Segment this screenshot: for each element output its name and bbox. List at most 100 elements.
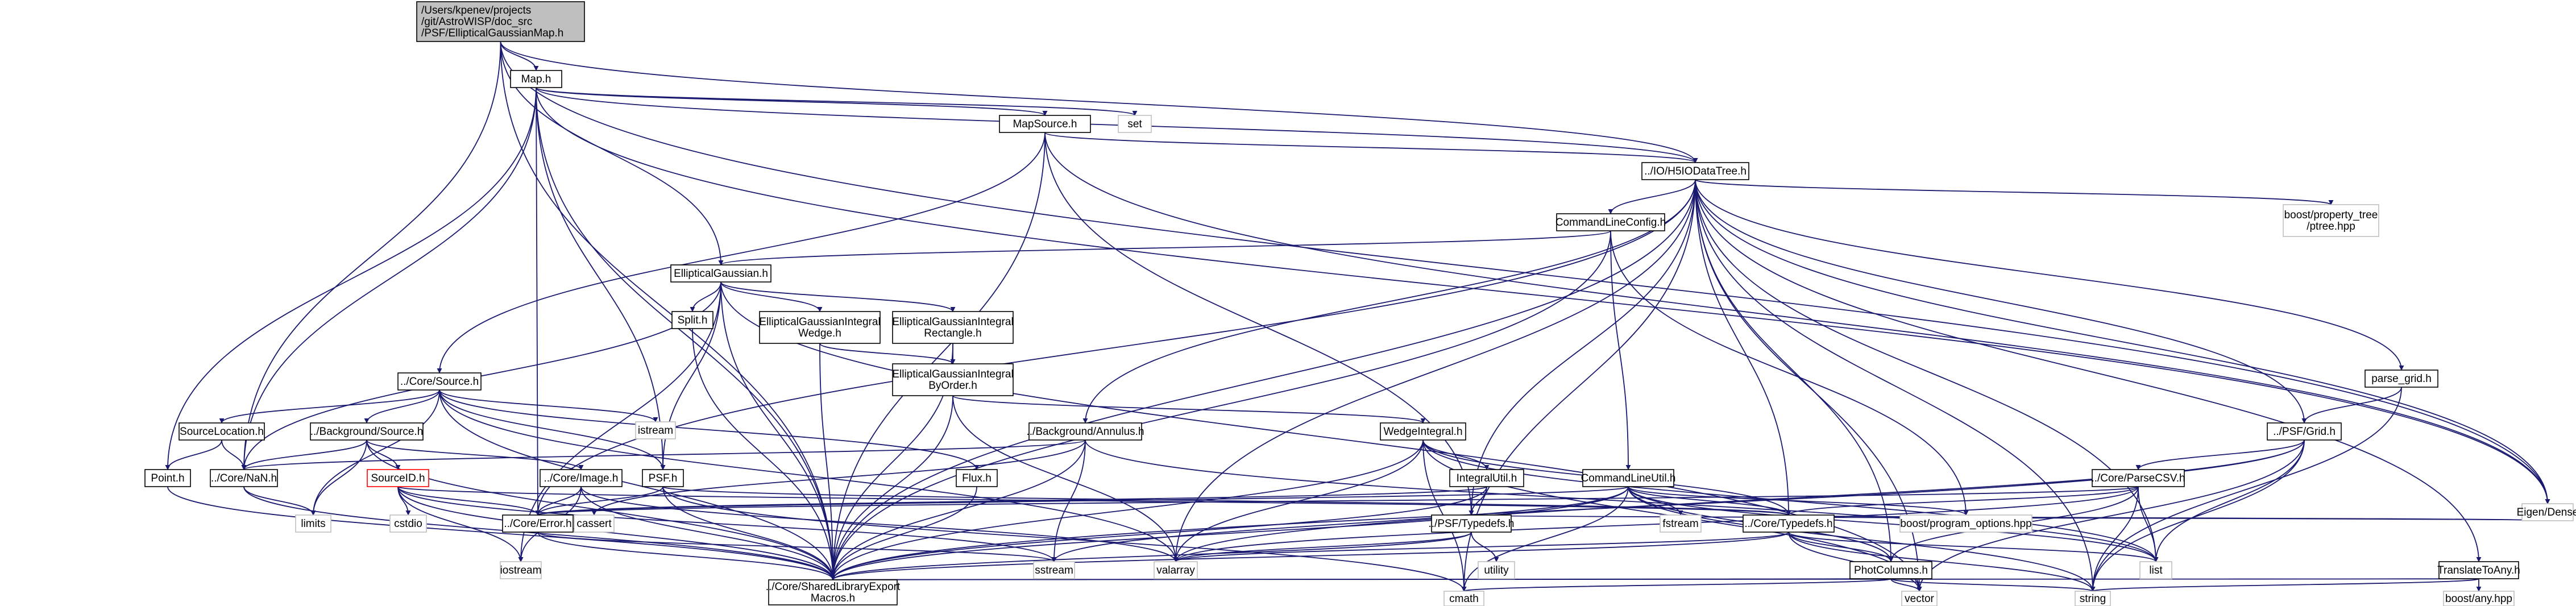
node-label: Point.h [151, 472, 184, 484]
node-cmath[interactable]: cmath [1443, 591, 1484, 606]
edge-iohdf5-to-coreerror [535, 179, 1696, 516]
edge-coretypedefs-to-list [1788, 532, 2159, 562]
edge-mapsource-h-to-eigen [1044, 132, 2550, 504]
node-label: PhotColumns.h [1854, 565, 1928, 576]
node-set[interactable]: set [1118, 115, 1152, 133]
node-translate[interactable]: TranslateToAny.h [2437, 561, 2520, 579]
node-label: TranslateToAny.h [2437, 565, 2520, 576]
node-flux-h[interactable]: Flux.h [956, 469, 998, 487]
node-label: list [2149, 565, 2163, 576]
edge-parsecsv-to-valarray [1173, 486, 2139, 562]
edge-iohdf5-to-valarray [1173, 179, 1696, 562]
edge-ellgauss-to-corenan [241, 281, 721, 470]
node-label: SourceID.h [371, 472, 425, 484]
node-box [1431, 514, 1512, 533]
node-box [1033, 561, 1075, 579]
node-iostream[interactable]: iostream [500, 561, 542, 579]
node-box [389, 514, 427, 533]
node-cmdconfig[interactable]: CommandLineConfig.h [1555, 213, 1666, 231]
node-box [1118, 115, 1152, 133]
edge-parsecsv-to-list [2138, 486, 2159, 562]
node-vector[interactable]: vector [1901, 591, 1938, 606]
node-point-h[interactable]: Point.h [144, 469, 191, 487]
edge-psfgrid-to-string [2090, 439, 2305, 592]
edge-ellgauss-to-psf-h [660, 281, 721, 470]
edge-iohdf5-to-string [1695, 179, 2096, 592]
edge-coresource-to-export [439, 389, 836, 580]
node-sourceid[interactable]: SourceID.h [367, 469, 429, 487]
node-box [892, 363, 1014, 396]
edge-iohdf5-to-bpt [1695, 179, 2334, 205]
node-sourceloc[interactable]: SourceLocation.h [179, 422, 265, 441]
node-label: SourceLocation.h [180, 426, 264, 438]
node-label: Rectangle.h [924, 327, 981, 339]
node-label: ../Background/Annulus.h [1026, 426, 1144, 438]
node-string[interactable]: string [2075, 591, 2111, 606]
edge-sourceloc-to-point-h [165, 439, 222, 470]
edge-coretypedefs-to-export [830, 532, 1789, 580]
node-boostpo[interactable]: boost/program_options.hpp [1899, 514, 2032, 533]
node-coretypedefs[interactable]: ../Core/Typedefs.h [1743, 514, 1835, 533]
node-bgsource[interactable]: ../Background/Source.h [310, 422, 424, 441]
node-box [635, 421, 676, 439]
node-sstream[interactable]: sstream [1033, 561, 1075, 579]
edge-iohdf5-to-psfgrid [1695, 179, 2307, 424]
edge-parsecsv-to-string [2090, 486, 2139, 592]
node-fstream[interactable]: fstream [1660, 514, 1702, 533]
node-parsegrid[interactable]: parse_grid.h [2365, 370, 2438, 388]
node-corenan[interactable]: ../Core/NaN.h [210, 469, 278, 487]
node-label: ../Core/Source.h [400, 376, 479, 388]
node-boostany[interactable]: boost/any.hpp [2443, 591, 2515, 606]
node-box [210, 469, 278, 487]
node-cassert[interactable]: cassert [574, 514, 615, 533]
node-cstdio[interactable]: cstdio [389, 514, 427, 533]
node-label: boost/program_options.hpp [1900, 518, 2031, 530]
node-coreimage[interactable]: ../Core/Image.h [540, 469, 623, 487]
node-ellgauss[interactable]: EllipticalGaussian.h [670, 264, 771, 283]
node-list[interactable]: list [2139, 561, 2172, 579]
edge-map-h-to-export [536, 87, 836, 580]
edge-cmdutil-to-cmath [1461, 486, 1629, 592]
node-istream[interactable]: istream [635, 421, 676, 439]
node-box [295, 514, 331, 533]
node-bgannulus[interactable]: ../Background/Annulus.h [1026, 422, 1144, 441]
node-psftypedefs[interactable]: ../PSF/Typedefs.h [1428, 514, 1515, 533]
edge-bgannulus-to-corenan [241, 439, 1086, 470]
node-box [2443, 591, 2515, 606]
edge-cmdutil-to-boostpo [1628, 486, 1969, 516]
node-label: valarray [1156, 565, 1195, 576]
node-label: cassert [576, 518, 612, 530]
node-psfgrid[interactable]: ../PSF/Grid.h [2267, 422, 2342, 441]
node-label: /git/AstroWISP/doc_src [421, 16, 532, 28]
node-box [759, 311, 881, 344]
node-coreerror[interactable]: ../Core/Error.h [502, 514, 574, 533]
node-cmdutil[interactable]: CommandLineUtil.h [1581, 469, 1676, 487]
edge-iohdf5-to-coretypedefs [1695, 179, 1791, 516]
node-box [670, 264, 771, 283]
node-psf-h[interactable]: PSF.h [642, 469, 684, 487]
node-wedgeint[interactable]: WedgeIntegral.h [1380, 422, 1466, 441]
node-label: vector [1905, 593, 1934, 605]
node-bpt[interactable]: boost/property_tree/ptree.hpp [2283, 204, 2379, 237]
node-split[interactable]: Split.h [671, 311, 714, 329]
node-photcol[interactable]: PhotColumns.h [1849, 561, 1932, 579]
node-integralutil[interactable]: IntegralUtil.h [1449, 469, 1524, 487]
edge-iohdf5-to-vector [1695, 179, 1922, 592]
node-box [1443, 591, 1484, 606]
node-label: Macros.h [811, 592, 855, 604]
node-utility[interactable]: utility [1478, 561, 1515, 579]
node-eigen[interactable]: Eigen/Dense [2517, 503, 2576, 521]
node-coresource[interactable]: ../Core/Source.h [397, 372, 482, 391]
node-iohdf5[interactable]: ../IO/H5IODataTree.h [1641, 162, 1749, 180]
node-parsecsv[interactable]: ../Core/ParseCSV.h [2091, 469, 2185, 487]
node-map-h[interactable]: Map.h [510, 70, 562, 88]
node-label: utility [1484, 565, 1509, 576]
node-mapsource-h[interactable]: MapSource.h [999, 115, 1091, 133]
node-limits[interactable]: limits [295, 514, 331, 533]
node-root[interactable]: /Users/kpenev/projects/git/AstroWISP/doc… [416, 1, 585, 42]
node-valarray[interactable]: valarray [1154, 561, 1198, 579]
